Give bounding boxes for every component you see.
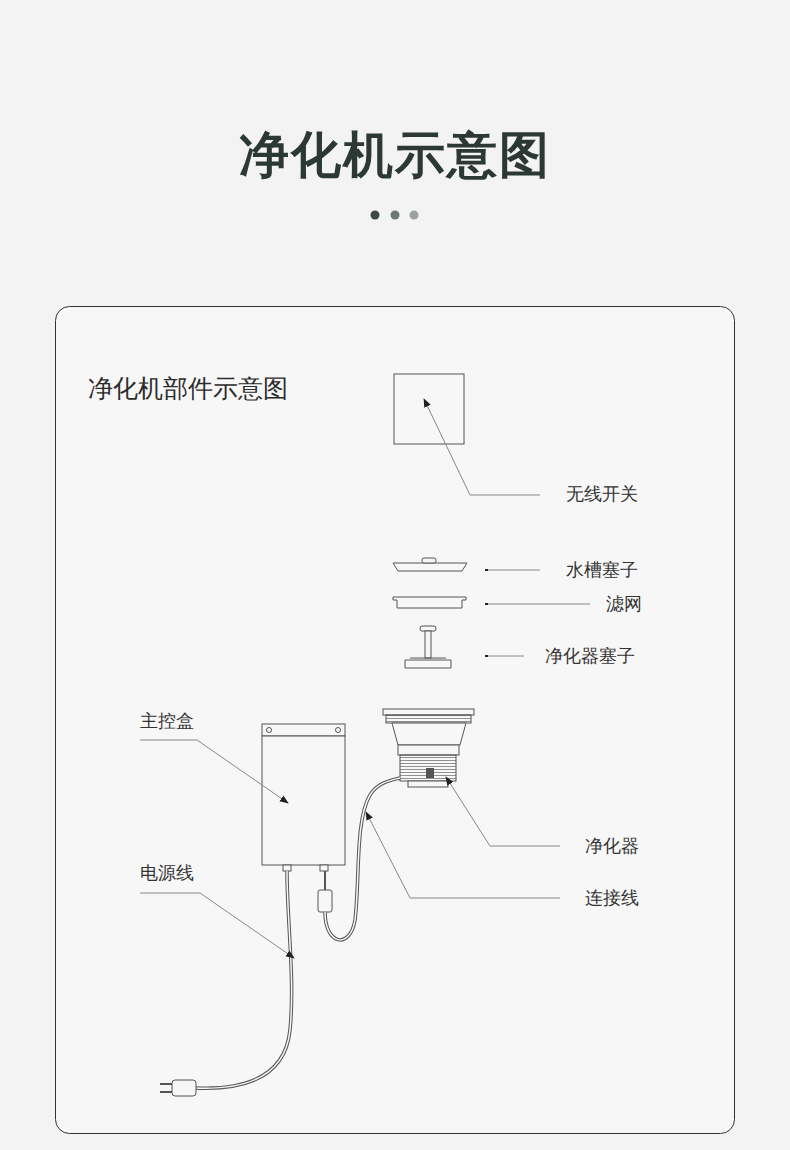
part-label: 净化器 [585,834,639,858]
panel-heading: 净化机部件示意图 [88,372,288,405]
part-label: 滤网 [606,592,642,616]
part-label: 水槽塞子 [566,558,638,582]
part-label: 电源线 [140,861,194,885]
part-label: 无线开关 [566,482,638,506]
page-title: 净化机示意图 [0,122,790,189]
part-label: 净化器塞子 [545,644,635,668]
part-label: 连接线 [585,886,639,910]
part-label: 主控盒 [140,709,194,733]
